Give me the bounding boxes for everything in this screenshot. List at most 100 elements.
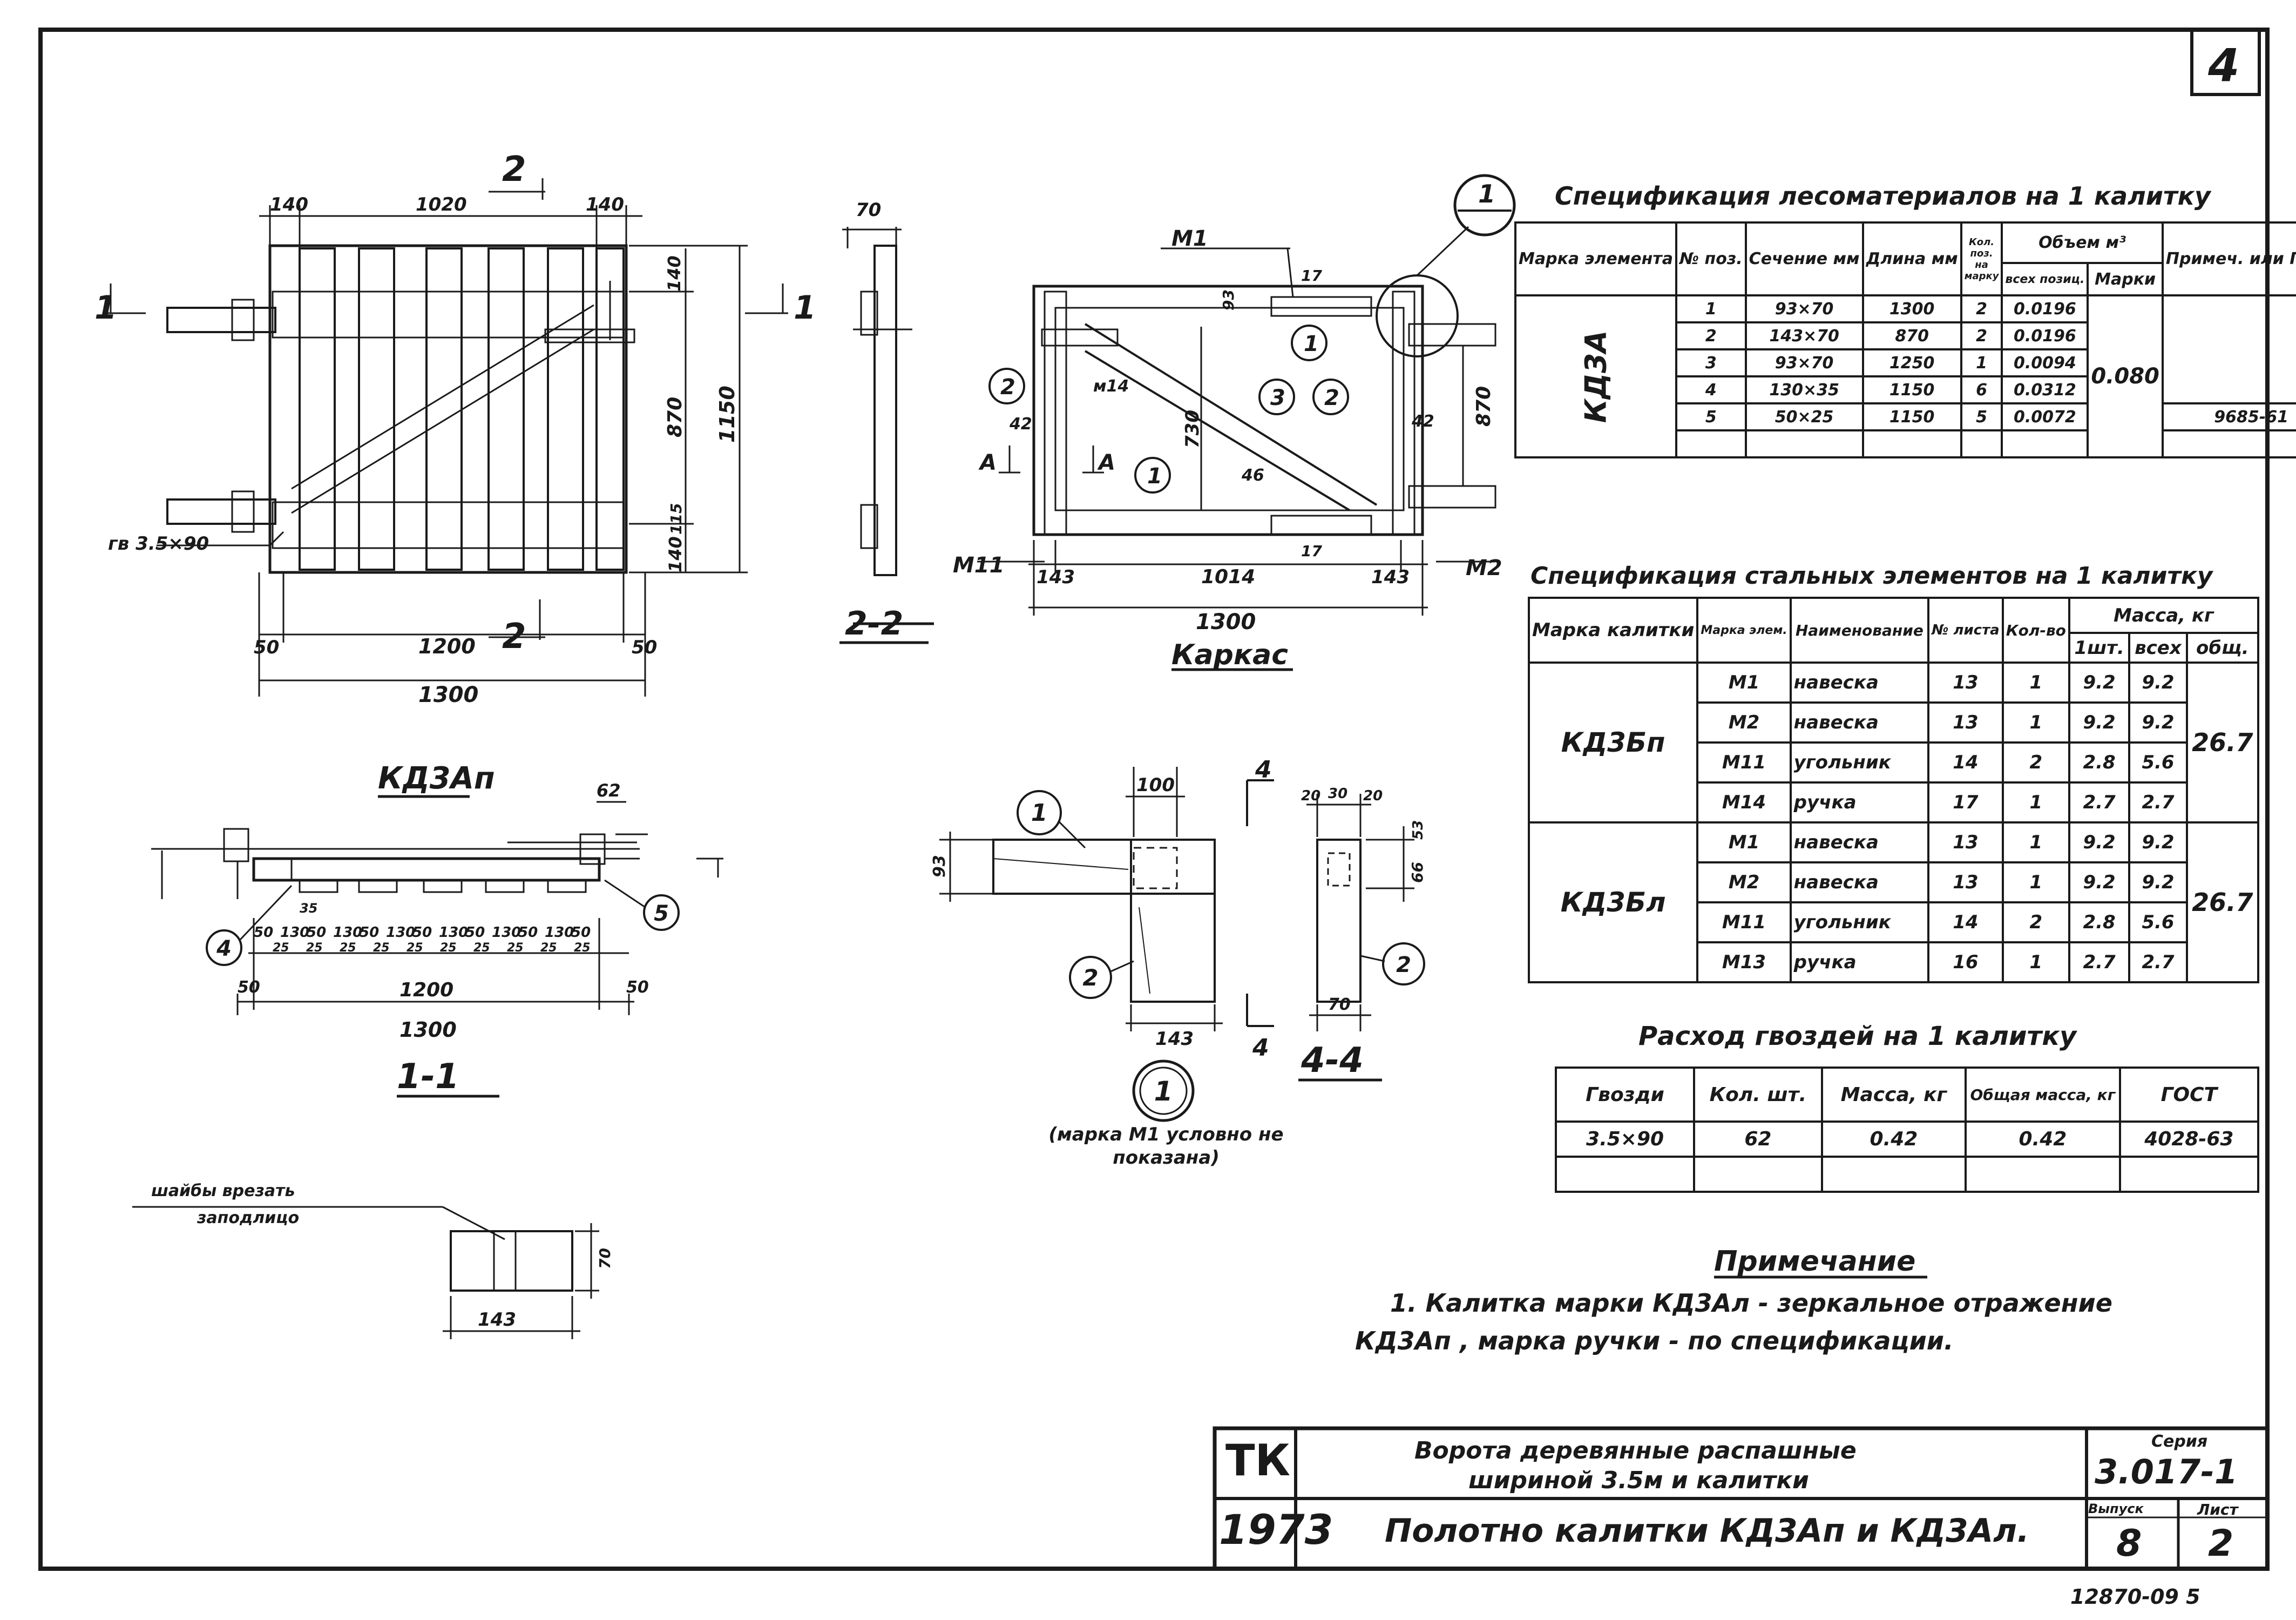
frame-m2-label: М2 bbox=[1466, 556, 1502, 580]
timber-cell: 1300 bbox=[1861, 294, 1962, 323]
section-1-1-dim-sub: 25 bbox=[373, 941, 390, 955]
frame-section-a-left: А bbox=[978, 450, 997, 475]
section-2-2-title: 2-2 bbox=[845, 605, 903, 643]
nails-row: 3.5×90 62 0.42 0.42 4028-63 bbox=[1554, 1120, 2260, 1158]
timber-row: 2 143×70 870 2 0.0196 bbox=[1515, 321, 2296, 350]
frame-callout-1-top: 1 bbox=[1304, 332, 1319, 356]
note-title: Примечание bbox=[1714, 1245, 1916, 1278]
timber-header-qty: Кол. поз. на марку bbox=[1960, 221, 2003, 296]
frame-m11-label: М11 bbox=[953, 553, 1004, 578]
steel-row: М14 ручка 17 1 2.7 2.7 bbox=[1529, 781, 2258, 824]
steel-row: КД3Бп М1 навеска 13 1 9.2 9.2 26.7 bbox=[1527, 662, 2260, 824]
section-1-1-dim-top: 50 bbox=[254, 924, 273, 941]
steel-row: М2 навеска 13 1 9.2 9.2 bbox=[1529, 861, 2258, 903]
steel-header-sheet: № листа bbox=[1927, 597, 2004, 664]
section-1-1-dim-top: 50 bbox=[518, 924, 538, 941]
sheet-number: 4 bbox=[2207, 39, 2239, 92]
frame-section-a-right: А bbox=[1097, 450, 1115, 475]
section-1-1-dim-top: 50 bbox=[412, 924, 432, 941]
steel-row: М13 ручка 16 1 2.7 2.7 bbox=[1529, 941, 2258, 983]
timber-cell: 1250 bbox=[1861, 348, 1962, 377]
steel-cell: 2 bbox=[2001, 901, 2070, 943]
node-1-callout-2: 2 bbox=[1082, 964, 1098, 991]
title-block-issue: 8 bbox=[2116, 1522, 2142, 1565]
timber-note-empty bbox=[2161, 294, 2296, 404]
timber-cell: 2 bbox=[1960, 294, 2003, 323]
section-2-mark-bottom: 2 bbox=[502, 617, 526, 657]
title-block-issue-label: Выпуск bbox=[2088, 1501, 2144, 1516]
kd3ap-title: КД3Ап bbox=[378, 761, 495, 796]
timber-row: 3 93×70 1250 1 0.0094 bbox=[1515, 348, 2296, 377]
section-4-4-title: 4-4 bbox=[1301, 1041, 1364, 1081]
steel-total-2: 26.7 bbox=[2185, 821, 2260, 983]
frame-dim-right: 870 bbox=[1473, 386, 1495, 427]
timber-cell: 1 bbox=[1960, 348, 2003, 377]
nails-cell: 62 bbox=[1693, 1120, 1823, 1158]
steel-cell: 2.7 bbox=[2128, 941, 2188, 983]
frame-dim-bottom-2: 1014 bbox=[1201, 566, 1255, 588]
steel-header-elem-mark: Марка элем. bbox=[1696, 597, 1792, 664]
steel-cell: 1 bbox=[2001, 861, 2070, 903]
node-1-callout-1: 1 bbox=[1031, 799, 1048, 827]
frame-drawing bbox=[1032, 174, 1516, 536]
timber-header-length: Длина мм bbox=[1861, 221, 1962, 296]
node-1-dim-143: 143 bbox=[1155, 1028, 1194, 1050]
steel-cell: М1 bbox=[1696, 821, 1792, 863]
section-1-1-callout-5: 5 bbox=[654, 901, 669, 926]
steel-cell: навеска bbox=[1789, 821, 1930, 863]
section-1-1-dim-mid-3: 50 bbox=[626, 978, 649, 997]
frame-callout-2-right: 2 bbox=[1324, 386, 1339, 410]
steel-cell: 5.6 bbox=[2128, 741, 2188, 784]
title-block-lines bbox=[1213, 1426, 2270, 1571]
section-1-1-dim-sub: 25 bbox=[507, 941, 524, 955]
timber-header-vol-all: всех позиц. bbox=[2001, 262, 2089, 296]
washer-note-line-1: шайбы врезать bbox=[151, 1182, 295, 1200]
timber-cell: 1150 bbox=[1861, 402, 1962, 431]
timber-cell: 2 bbox=[1675, 321, 1747, 350]
nails-cell: 0.42 bbox=[1820, 1120, 1967, 1158]
timber-mark-volume: 0.080 bbox=[2087, 294, 2164, 458]
node-1-dim-100: 100 bbox=[1136, 774, 1175, 796]
timber-mark: КД3А bbox=[1514, 294, 1677, 458]
title-block-name-line-2: шириной 3.5м и калитки bbox=[1468, 1467, 1809, 1494]
steel-cell: М2 bbox=[1696, 861, 1792, 903]
section-1-1-dim-sub: 25 bbox=[407, 941, 423, 955]
frame-dim-bottom-1: 143 bbox=[1037, 566, 1075, 588]
steel-header-mass-one: 1шт. bbox=[2068, 632, 2131, 664]
timber-spec-title: Спецификация лесоматериалов на 1 калитку bbox=[1555, 181, 2211, 211]
timber-cell: 1 bbox=[1675, 294, 1747, 323]
section-1-1-dim-sub: 25 bbox=[340, 941, 356, 955]
frame-m14-label: м14 bbox=[1093, 377, 1129, 396]
section-4-mark-bottom: 4 bbox=[1252, 1034, 1269, 1062]
steel-header-name: Наименование bbox=[1789, 597, 1930, 664]
section-1-1-dim-top: 130 bbox=[333, 924, 362, 941]
section-1-1-dim-top: 130 bbox=[386, 924, 415, 941]
steel-cell: 5.6 bbox=[2128, 901, 2188, 943]
front-nail-label: гв 3.5×90 bbox=[108, 533, 209, 555]
steel-cell: 9.2 bbox=[2068, 821, 2131, 863]
frame-dim-bottom-3: 143 bbox=[1371, 566, 1410, 588]
frame-dim-side-left: 42 bbox=[1009, 415, 1032, 434]
section-1-1-dim-top: 130 bbox=[545, 924, 574, 941]
steel-cell: 2.7 bbox=[2068, 781, 2131, 824]
section-1-1-dim-35: 35 bbox=[300, 901, 317, 916]
section-4-4-dim-top-2: 30 bbox=[1328, 786, 1347, 802]
section-1-1-dim-top: 130 bbox=[439, 924, 468, 941]
timber-header-note: Примеч. или ГОСТ bbox=[2161, 221, 2296, 296]
steel-cell: 2.7 bbox=[2128, 781, 2188, 824]
frame-dim-diag: 46 bbox=[1241, 466, 1264, 485]
timber-header-vol-mark: Марки bbox=[2087, 262, 2164, 296]
section-2-2-dim: 70 bbox=[856, 199, 881, 221]
timber-cell: 4 bbox=[1675, 375, 1747, 404]
front-dim-right-3: 115 bbox=[667, 503, 685, 535]
section-1-1-dim-sub: 25 bbox=[473, 941, 490, 955]
steel-cell: 1 bbox=[2001, 701, 2070, 744]
steel-cell: навеска bbox=[1789, 662, 1930, 704]
steel-spec-title: Спецификация стальных элементов на 1 кал… bbox=[1530, 562, 2213, 590]
steel-cell: угольник bbox=[1789, 901, 1930, 943]
steel-cell: 13 bbox=[1927, 861, 2004, 903]
steel-total-1: 26.7 bbox=[2185, 662, 2260, 824]
section-1-1-dim-top: 130 bbox=[492, 924, 521, 941]
title-block-org: ТК bbox=[1225, 1435, 1290, 1486]
